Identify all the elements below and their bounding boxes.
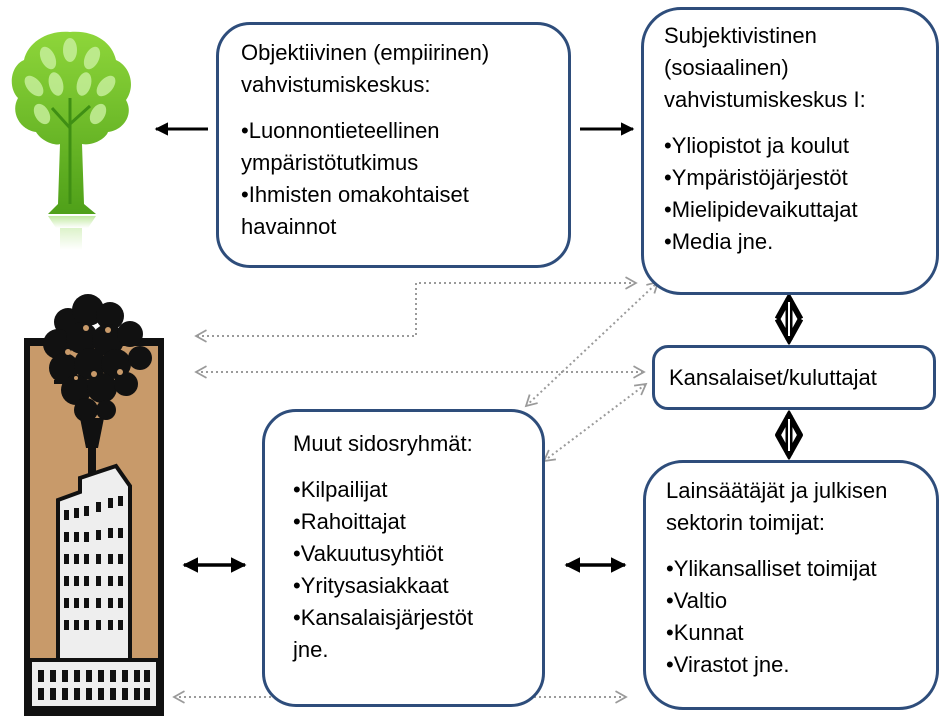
legislators-box: Lainsäätäjät ja julkisen sektorin toimij…: [643, 460, 939, 710]
subjective-item: •Media jne.: [664, 229, 774, 254]
objective-box: Objektiivinen (empiirinen) vahvistumiske…: [216, 22, 571, 268]
objective-item: •Luonnontieteellinen: [241, 118, 440, 143]
stakeholders-title: Muut sidosryhmät:: [293, 431, 473, 456]
stakeholders-box: Muut sidosryhmät: •Kilpailijat •Rahoitta…: [262, 409, 545, 707]
legislators-item: •Valtio: [666, 588, 728, 613]
citizens-box: Kansalaiset/kuluttajat: [652, 345, 936, 410]
tree-icon: [11, 31, 131, 250]
legislators-title-line: Lainsäätäjät ja julkisen: [666, 478, 888, 503]
stakeholders-item: jne.: [293, 637, 329, 662]
subjective-title-line: vahvistumiskeskus I:: [664, 87, 866, 112]
subjective-title-line: Subjektivistinen: [664, 23, 817, 48]
objective-title-line: Objektiivinen (empiirinen): [241, 40, 490, 65]
stakeholders-item: •Kilpailijat: [293, 477, 388, 502]
objective-title-line: vahvistumiskeskus:: [241, 72, 431, 97]
stakeholders-item: •Kansalaisjärjestöt: [293, 605, 474, 630]
legislators-item: •Virastot jne.: [666, 652, 790, 677]
subjective-item: •Ympäristöjärjestöt: [664, 165, 848, 190]
legislators-item: •Ylikansalliset toimijat: [666, 556, 877, 581]
subjective-item: •Mielipidevaikuttajat: [664, 197, 858, 222]
objective-item: •Ihmisten omakohtaiset: [241, 182, 469, 207]
stakeholders-item: •Yritysasiakkaat: [293, 573, 449, 598]
stakeholders-item: •Vakuutusyhtiöt: [293, 541, 444, 566]
citizens-title: Kansalaiset/kuluttajat: [669, 365, 877, 390]
dotted-arrow-subjective-factory: [194, 276, 638, 343]
stakeholders-item: •Rahoittajat: [293, 509, 406, 534]
subjective-item: •Yliopistot ja koulut: [664, 133, 850, 158]
subjective-box: Subjektivistinen (sosiaalinen) vahvistum…: [641, 7, 939, 295]
legislators-item: •Kunnat: [666, 620, 744, 645]
objective-item: havainnot: [241, 214, 337, 239]
factory-icon: [24, 294, 164, 716]
legislators-title-line: sektorin toimijat:: [666, 510, 825, 535]
objective-item: ympäristötutkimus: [241, 150, 419, 175]
subjective-title-line: (sosiaalinen): [664, 55, 789, 80]
dotted-arrow-stakeholders-citizens: [542, 382, 648, 463]
dotted-arrow-stakeholders-subjective: [524, 280, 660, 408]
